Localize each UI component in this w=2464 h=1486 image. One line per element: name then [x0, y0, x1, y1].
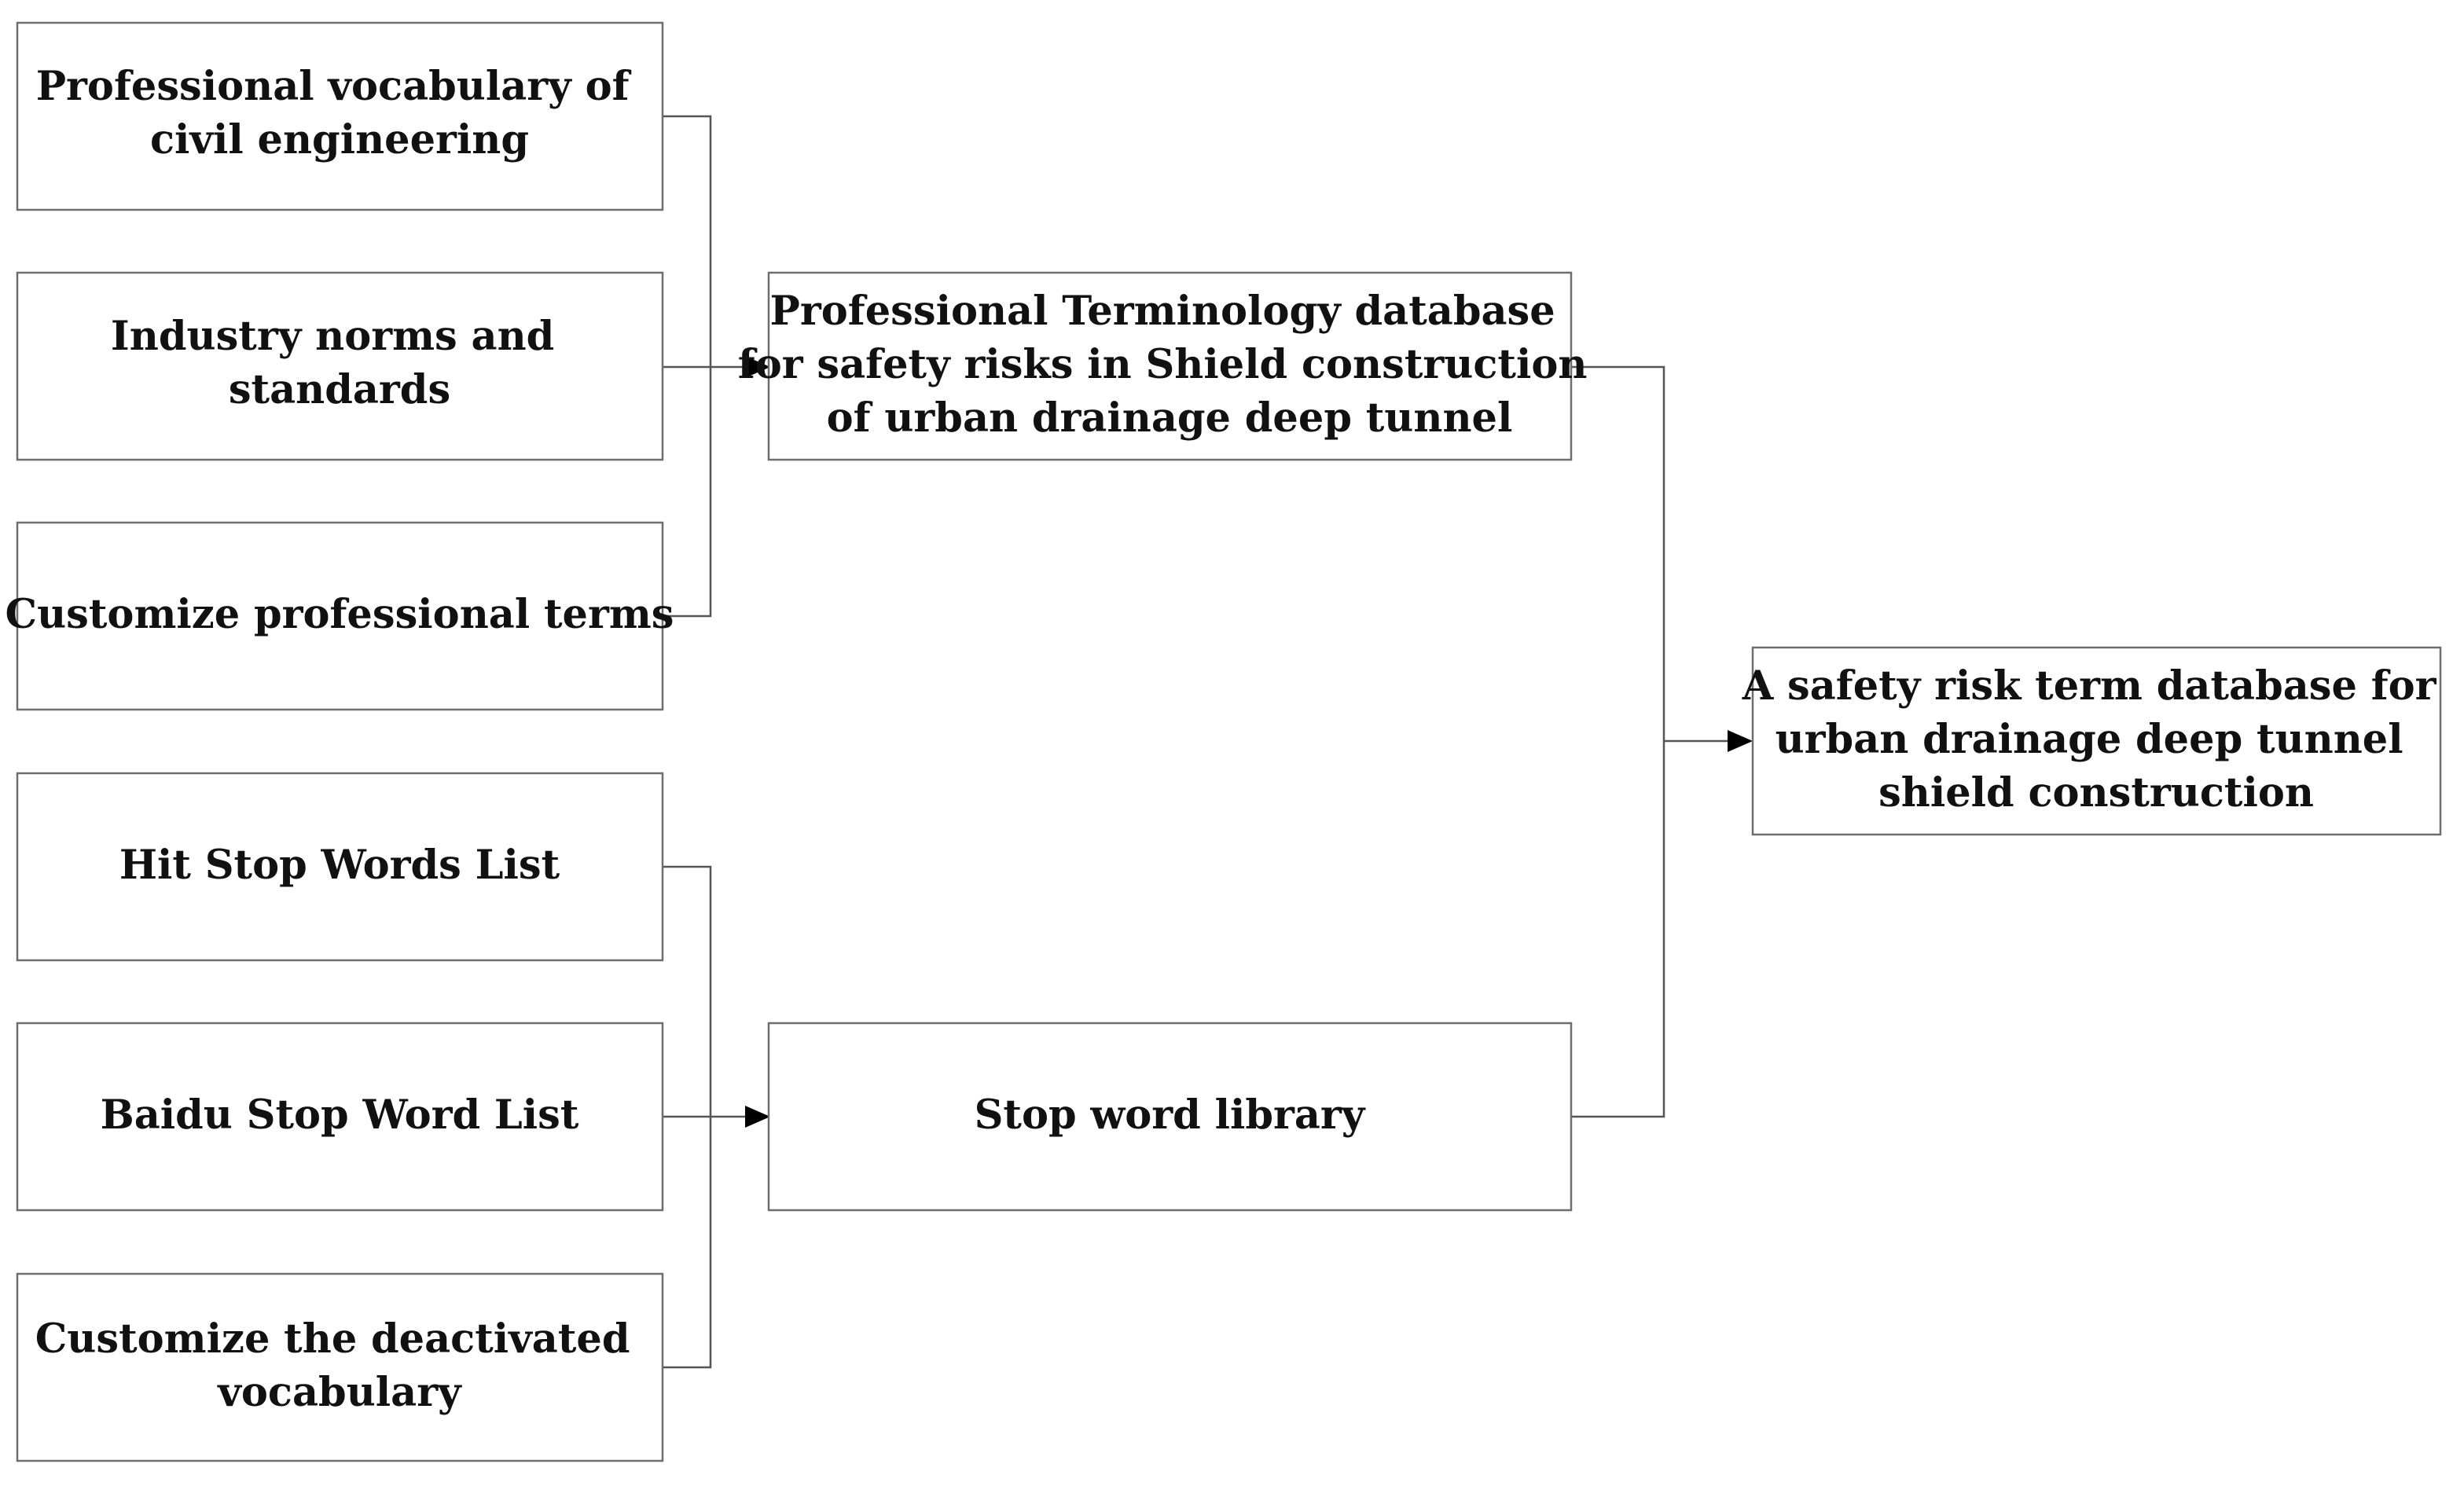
arrowhead-to-final-db — [1728, 730, 1753, 752]
connector-custom-deactivated — [663, 1117, 712, 1369]
node-industry-norms-label: Industry norms and standards — [111, 313, 568, 413]
node-terminology-db-label: Professional Terminology database for sa… — [738, 288, 1601, 442]
node-final-db-label: A safety risk term database for urban dr… — [1742, 662, 2451, 816]
connector-group-stopwords — [663, 865, 770, 1369]
node-terminology-db: Professional Terminology database for sa… — [738, 271, 1601, 461]
node-custom-terms-label: Customize professional terms — [5, 591, 674, 638]
node-civil-vocab: Professional vocabulary of civil enginee… — [16, 21, 664, 211]
connector-group-terminology — [663, 115, 770, 618]
arrowhead-to-stop-library — [745, 1106, 770, 1128]
connector-custom-terms — [663, 367, 712, 618]
node-baidu-stop-label: Baidu Stop Word List — [101, 1092, 579, 1139]
node-stop-library-label: Stop word library — [975, 1092, 1366, 1139]
node-final-db: A safety risk term database for urban dr… — [1742, 646, 2451, 836]
node-custom-terms: Customize professional terms — [5, 521, 674, 711]
node-industry-norms: Industry norms and standards — [16, 271, 664, 461]
connector-terminology-db — [1571, 365, 1665, 741]
node-hit-stop-label: Hit Stop Words List — [119, 842, 560, 889]
connector-group-final — [1571, 365, 1753, 1118]
node-baidu-stop: Baidu Stop Word List — [16, 1022, 664, 1212]
node-custom-deactivated: Customize the deactivated vocabulary — [16, 1272, 664, 1462]
arrowhead-to-terminology — [745, 356, 770, 378]
node-custom-deactivated-label: Customize the deactivated vocabulary — [35, 1315, 644, 1416]
connector-civil-vocab — [663, 115, 712, 367]
node-stop-library: Stop word library — [767, 1022, 1573, 1212]
node-hit-stop: Hit Stop Words List — [16, 772, 664, 962]
connector-stop-library — [1571, 741, 1665, 1118]
connector-hit-stop — [663, 865, 712, 1117]
node-civil-vocab-label: Professional vocabulary of civil enginee… — [36, 63, 644, 163]
